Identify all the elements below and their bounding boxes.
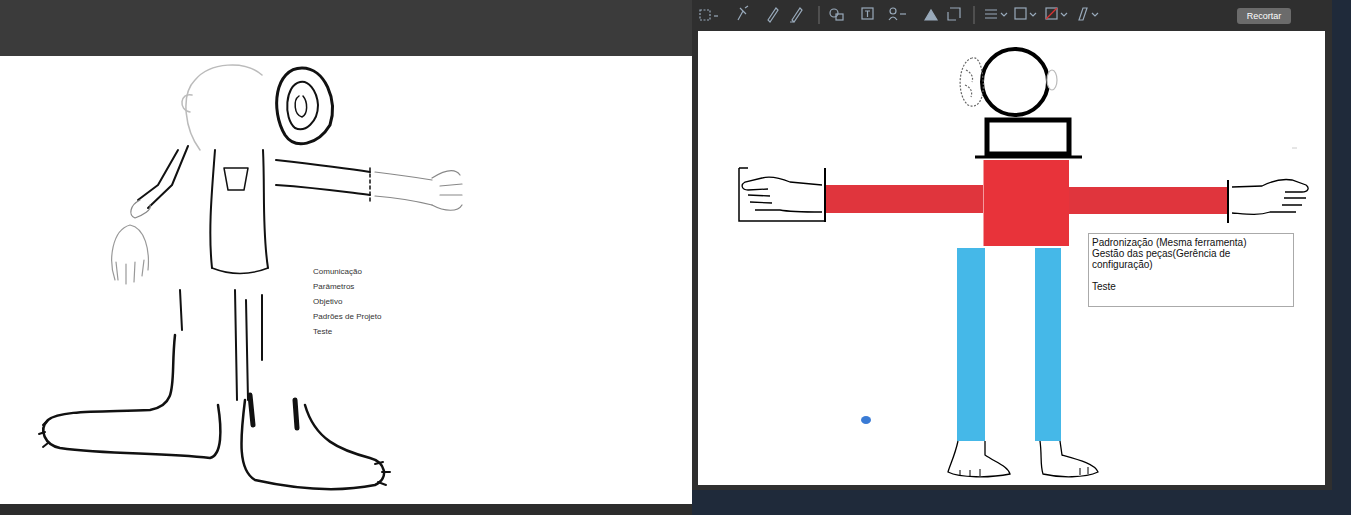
right-figure bbox=[960, 469, 980, 477]
list-item: Objetivo bbox=[313, 297, 342, 307]
right-figure bbox=[1080, 467, 1088, 475]
left-sketch-figure bbox=[39, 65, 462, 489]
list-item: Teste bbox=[313, 327, 332, 337]
left-sketch-figure bbox=[287, 82, 318, 129]
toolbar-button: Recortar bbox=[1237, 8, 1291, 24]
toolbar-icons bbox=[1079, 8, 1087, 20]
left-window bbox=[0, 56, 692, 504]
list-item: Comunicação bbox=[313, 267, 362, 277]
desktop-background bbox=[1330, 0, 1351, 515]
toolbar-icons bbox=[790, 8, 802, 22]
toolbar-icons bbox=[1030, 13, 1036, 16]
left-sketch-figure bbox=[375, 172, 432, 205]
toolbar-icons bbox=[836, 14, 843, 20]
right-figure bbox=[1035, 248, 1061, 441]
toolbar-icons bbox=[818, 6, 819, 24]
editor-window bbox=[692, 0, 1332, 490]
toolbar-icons bbox=[1001, 13, 1007, 16]
note-text: Padronização (Mesma ferramenta) bbox=[1092, 237, 1290, 248]
toolbar-icons bbox=[1061, 13, 1067, 16]
toolbar-icons bbox=[890, 8, 896, 14]
right-figure bbox=[1040, 441, 1098, 477]
toolbar-icons bbox=[889, 17, 897, 20]
left-sketch-figure bbox=[277, 68, 333, 144]
toolbar-icons bbox=[714, 15, 718, 16]
toolbar-icons bbox=[948, 8, 960, 20]
toolbar-icons bbox=[738, 6, 748, 20]
list-item: Padrões de Projeto bbox=[313, 312, 382, 322]
toolbar-icons bbox=[700, 10, 710, 20]
editor-window bbox=[692, 0, 1332, 490]
right-figure bbox=[983, 160, 1069, 246]
list-item: Parâmetros bbox=[313, 282, 354, 292]
left-sketch-figure bbox=[369, 168, 371, 203]
left-sketch-figure bbox=[224, 168, 248, 190]
left-window bbox=[0, 0, 692, 515]
right-figure bbox=[739, 168, 824, 221]
right-figure bbox=[1069, 187, 1228, 214]
left-sketch-figure bbox=[39, 420, 48, 447]
left-sketch-figure bbox=[210, 150, 215, 268]
right-figure bbox=[861, 416, 871, 424]
left-sketch-figure bbox=[43, 335, 220, 458]
right-figure bbox=[982, 49, 1048, 115]
toolbar-icons bbox=[1015, 8, 1026, 19]
editor-window bbox=[698, 31, 1325, 485]
toolbar-icons bbox=[925, 10, 937, 20]
right-figure bbox=[1047, 70, 1057, 90]
left-window bbox=[0, 504, 692, 515]
note-text: Teste bbox=[1092, 281, 1290, 292]
note-text: Gestão das peças(Gerência de configuraçã… bbox=[1092, 248, 1290, 270]
left-sketch-figure bbox=[432, 171, 462, 211]
left-sketch-figure bbox=[276, 160, 370, 195]
right-figure bbox=[987, 120, 1069, 154]
toolbar-icons bbox=[830, 9, 838, 17]
left-sketch-figure bbox=[295, 96, 306, 117]
toolbar-icons bbox=[768, 8, 778, 22]
left-sketch-figure bbox=[212, 268, 268, 273]
left-sketch-figure bbox=[375, 462, 390, 485]
left-sketch-figure bbox=[131, 200, 150, 218]
toolbar-icons bbox=[865, 11, 870, 17]
toolbar-icons bbox=[1046, 8, 1057, 19]
left-sketch-figure bbox=[250, 395, 297, 428]
desktop-background bbox=[692, 0, 1351, 515]
left-sketch-figure bbox=[182, 95, 192, 112]
right-figure bbox=[1232, 179, 1308, 214]
toolbar-icons bbox=[700, 6, 1098, 24]
right-figure bbox=[1292, 148, 1297, 149]
toolbar-icons bbox=[862, 8, 873, 19]
button-label: Recortar bbox=[1237, 8, 1291, 24]
toolbar-icons bbox=[900, 13, 906, 14]
right-figure bbox=[739, 49, 1308, 477]
right-figure bbox=[948, 441, 1010, 477]
right-figure bbox=[960, 58, 983, 106]
right-figure bbox=[742, 177, 822, 212]
text-box: Padronização (Mesma ferramenta)Gestão da… bbox=[1088, 233, 1294, 307]
right-figure bbox=[825, 168, 1228, 223]
right-figure bbox=[825, 185, 983, 213]
toolbar-icons bbox=[973, 6, 974, 24]
left-sketch-figure bbox=[241, 400, 384, 489]
right-figure bbox=[975, 156, 1082, 159]
left-sketch-figure bbox=[112, 225, 149, 284]
left-sketch-figure bbox=[138, 146, 188, 208]
left-window bbox=[0, 0, 692, 515]
toolbar-icons bbox=[985, 10, 997, 18]
left-sketch-figure bbox=[186, 65, 262, 150]
toolbar-icons bbox=[1092, 13, 1098, 16]
left-sketch-figure bbox=[263, 150, 268, 268]
right-figure bbox=[957, 248, 985, 441]
left-sketch-figure bbox=[180, 290, 262, 400]
toolbar-icons bbox=[1046, 8, 1057, 19]
